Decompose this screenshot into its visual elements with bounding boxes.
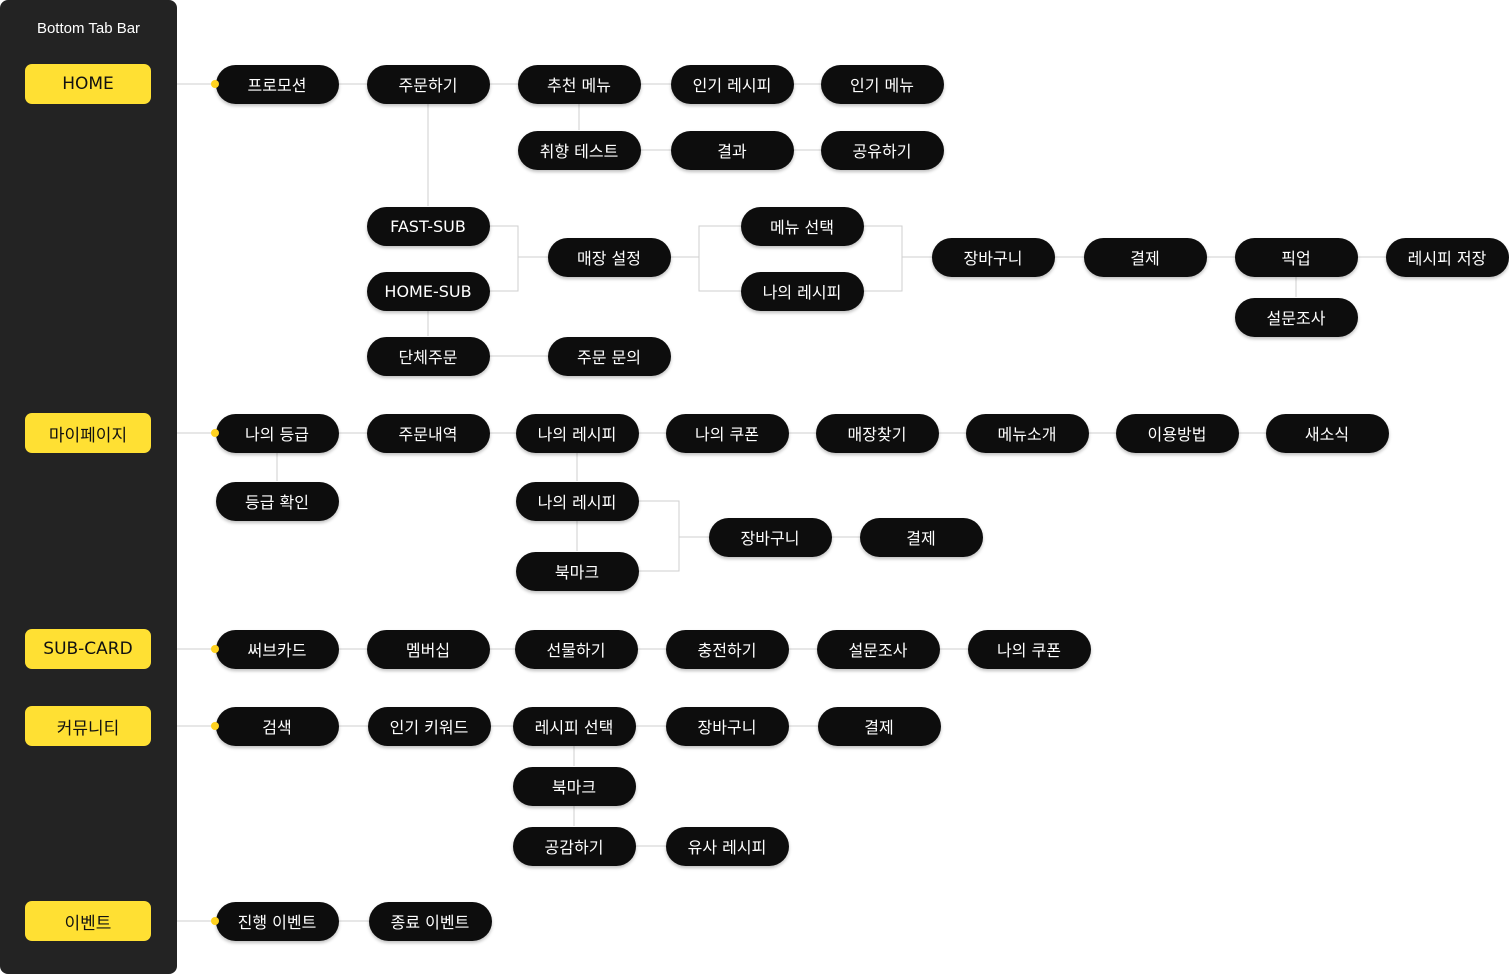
- flow-node-h4[interactable]: 인기 레시피: [670, 64, 794, 104]
- flow-node-h13[interactable]: 나의 레시피: [740, 271, 864, 311]
- flow-node-s1[interactable]: 써브카드: [215, 629, 339, 669]
- sidebar-title: Bottom Tab Bar: [36, 20, 141, 37]
- flow-node-c1[interactable]: 검색: [215, 706, 339, 746]
- flow-node-s4[interactable]: 충전하기: [665, 629, 789, 669]
- flow-node-e2[interactable]: 종료 이벤트: [368, 901, 492, 941]
- flow-node-m5[interactable]: 매장찾기: [815, 413, 939, 453]
- flow-node-c4[interactable]: 장바구니: [665, 706, 789, 746]
- tab-subcard[interactable]: SUB-CARD: [25, 629, 151, 669]
- flow-node-h17[interactable]: 레시피 저장: [1385, 237, 1509, 277]
- flow-node-h11[interactable]: 매장 설정: [547, 237, 671, 277]
- flow-node-h6[interactable]: 취향 테스트: [517, 130, 641, 170]
- flow-node-h12[interactable]: 메뉴 선택: [740, 206, 864, 246]
- flow-node-e1[interactable]: 진행 이벤트: [215, 901, 339, 941]
- flow-node-h16[interactable]: 픽업: [1234, 237, 1358, 277]
- flow-node-h3[interactable]: 추천 메뉴: [517, 64, 641, 104]
- flow-node-m11[interactable]: 북마크: [515, 551, 639, 591]
- flow-node-h20[interactable]: 주문 문의: [547, 336, 671, 376]
- connector-line: [863, 225, 903, 292]
- tab-home[interactable]: HOME: [25, 64, 151, 104]
- branch-entry-dot: [211, 722, 219, 730]
- flow-node-h2[interactable]: 주문하기: [366, 64, 490, 104]
- flow-node-h15[interactable]: 결제: [1083, 237, 1207, 277]
- flow-node-c2[interactable]: 인기 키워드: [367, 706, 491, 746]
- flow-node-h8[interactable]: 공유하기: [820, 130, 944, 170]
- flow-node-m12[interactable]: 장바구니: [708, 517, 832, 557]
- flow-node-h5[interactable]: 인기 메뉴: [820, 64, 944, 104]
- flow-node-h10[interactable]: HOME-SUB: [366, 271, 490, 311]
- flow-node-s5[interactable]: 설문조사: [816, 629, 940, 669]
- flow-node-s2[interactable]: 멤버십: [366, 629, 490, 669]
- flow-node-c6[interactable]: 북마크: [512, 766, 636, 806]
- connector-line: [638, 500, 680, 572]
- flow-node-m8[interactable]: 새소식: [1265, 413, 1389, 453]
- tab-event[interactable]: 이벤트: [25, 901, 151, 941]
- flow-node-m2[interactable]: 주문내역: [366, 413, 490, 453]
- flow-node-s3[interactable]: 선물하기: [514, 629, 638, 669]
- tab-community[interactable]: 커뮤니티: [25, 706, 151, 746]
- flow-node-c8[interactable]: 유사 레시피: [665, 826, 789, 866]
- flow-node-h9[interactable]: FAST-SUB: [366, 206, 490, 246]
- flow-node-c5[interactable]: 결제: [817, 706, 941, 746]
- flow-node-h19[interactable]: 단체주문: [366, 336, 490, 376]
- branch-entry-dot: [211, 80, 219, 88]
- flow-node-m6[interactable]: 메뉴소개: [965, 413, 1089, 453]
- bottom-tab-bar-panel: Bottom Tab Bar: [0, 0, 177, 974]
- branch-entry-dot: [211, 645, 219, 653]
- tab-mypage[interactable]: 마이페이지: [25, 413, 151, 453]
- flow-node-c7[interactable]: 공감하기: [512, 826, 636, 866]
- flow-node-m3[interactable]: 나의 레시피: [515, 413, 639, 453]
- flow-node-m7[interactable]: 이용방법: [1115, 413, 1239, 453]
- branch-entry-dot: [211, 917, 219, 925]
- flow-node-s6[interactable]: 나의 쿠폰: [967, 629, 1091, 669]
- branch-entry-dot: [211, 429, 219, 437]
- flow-node-h1[interactable]: 프로모션: [215, 64, 339, 104]
- connector-line: [489, 225, 519, 292]
- flow-node-m1[interactable]: 나의 등급: [215, 413, 339, 453]
- flow-node-m13[interactable]: 결제: [859, 517, 983, 557]
- flow-node-h14[interactable]: 장바구니: [931, 237, 1055, 277]
- flow-node-m10[interactable]: 나의 레시피: [515, 481, 639, 521]
- flow-node-h7[interactable]: 결과: [670, 130, 794, 170]
- connector-line: [698, 225, 741, 292]
- flow-node-h18[interactable]: 설문조사: [1234, 297, 1358, 337]
- flow-node-c3[interactable]: 레시피 선택: [512, 706, 636, 746]
- flow-node-m4[interactable]: 나의 쿠폰: [665, 413, 789, 453]
- flow-node-m9[interactable]: 등급 확인: [215, 481, 339, 521]
